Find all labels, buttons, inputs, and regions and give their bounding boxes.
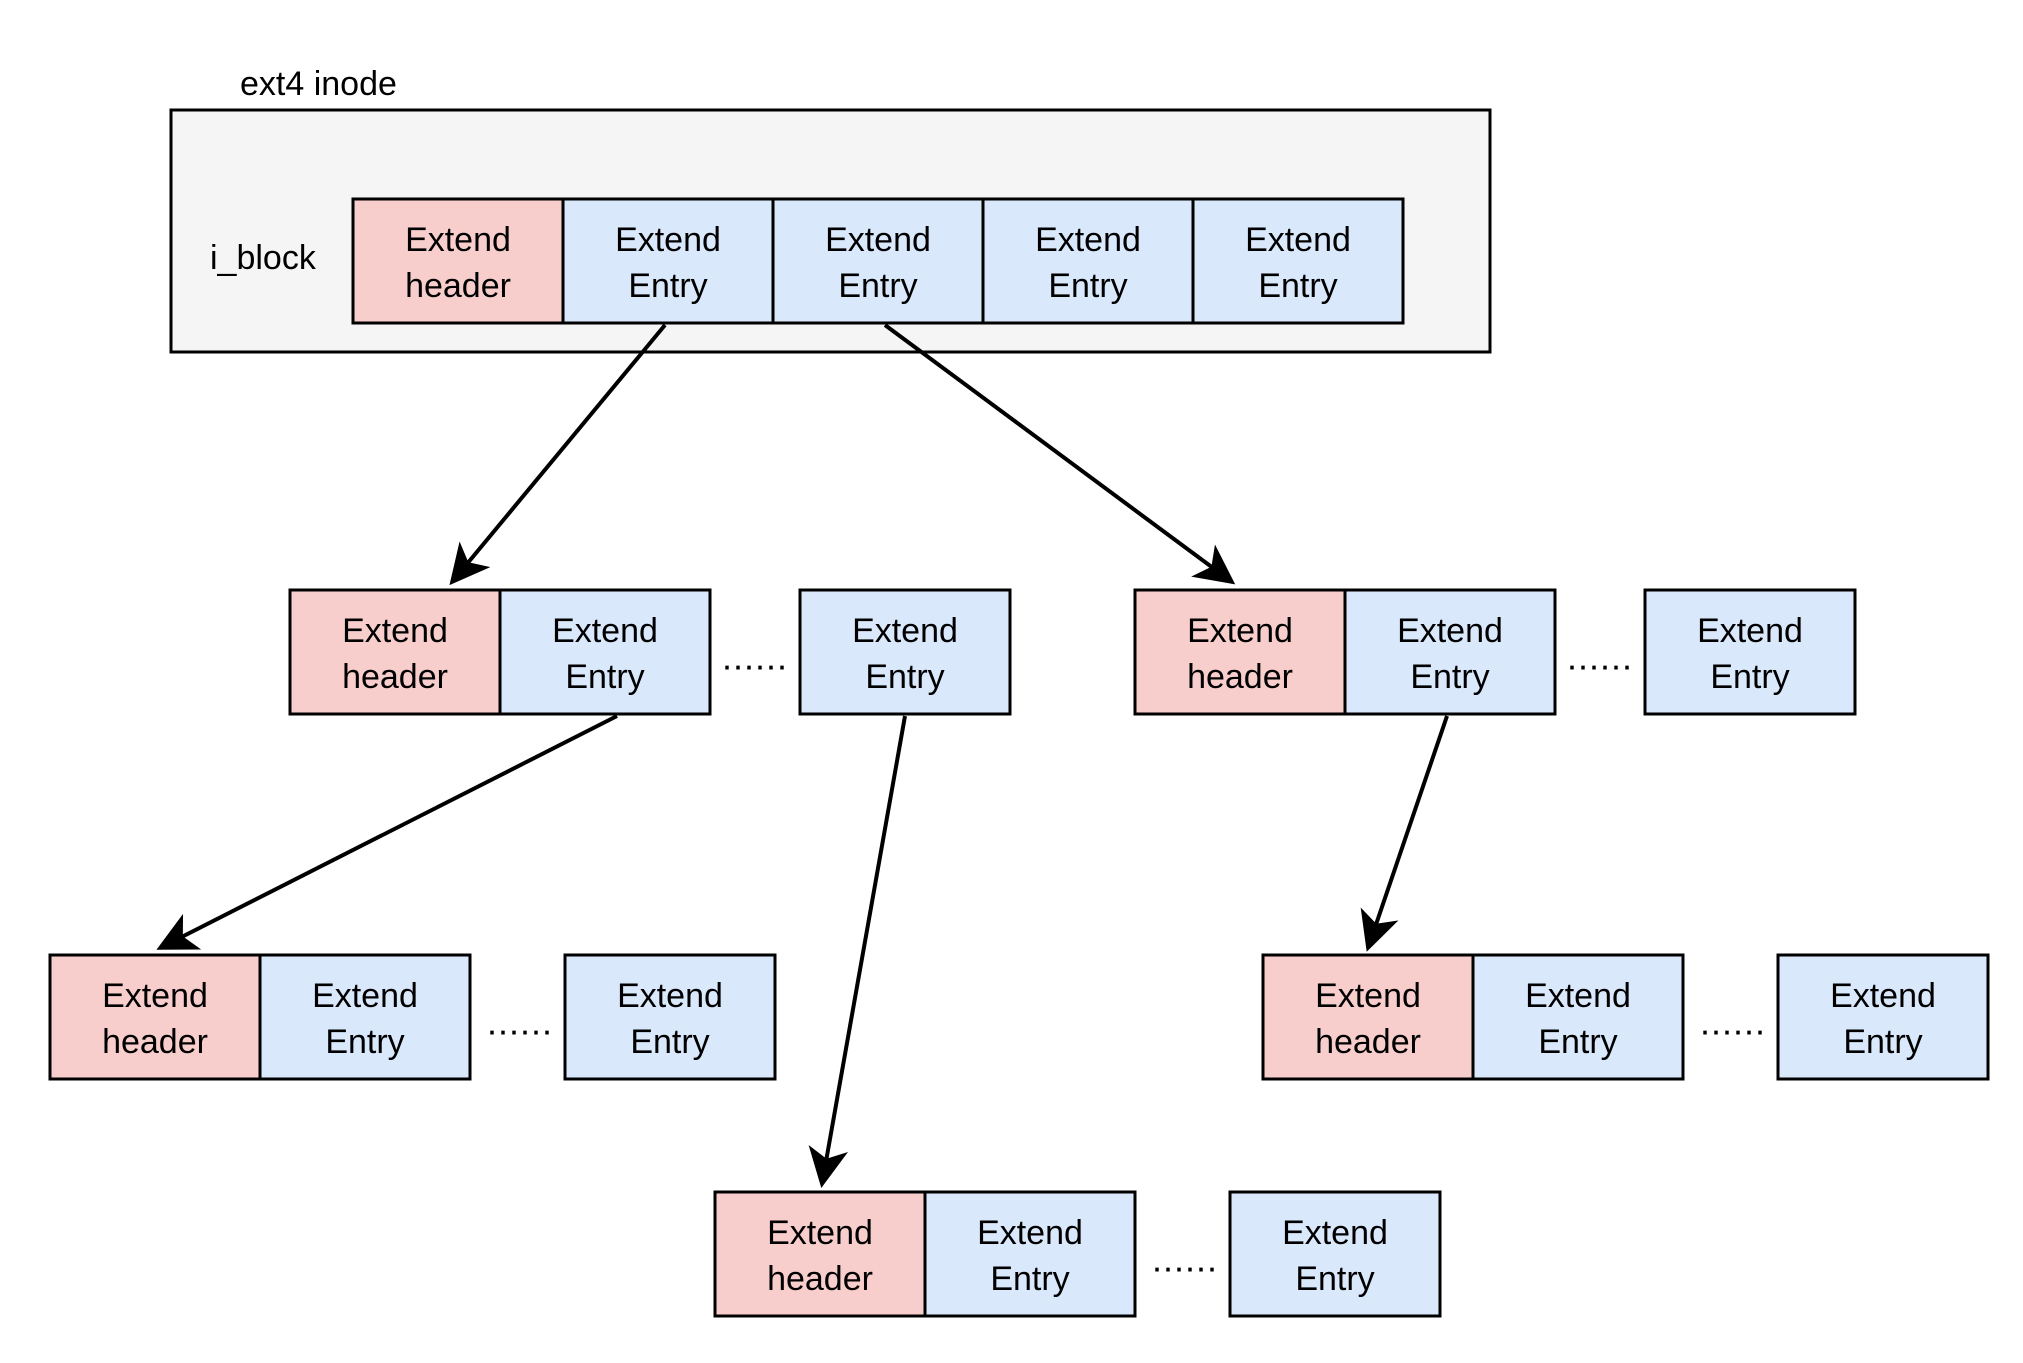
inode-cell-extend-header-line1: Extend	[405, 221, 511, 259]
index-left-cell-extend-entry-last-line1: Extend	[852, 612, 958, 650]
index-left-cell-extend-header-line1: Extend	[342, 612, 448, 650]
inode-cell-extend-entry-4-line1: Extend	[1245, 221, 1351, 259]
index-right-cell-extend-entry-1[interactable]: Extend Entry	[1343, 588, 1557, 716]
leaf-block-right: Extend header Extend Entry ...... Extend…	[1261, 953, 1990, 1081]
inode-cell-extend-entry-3-line1: Extend	[1035, 221, 1141, 259]
leaf-right-cell-extend-header-rect[interactable]	[1261, 953, 1475, 1081]
leaf-left-cell-extend-header-rect[interactable]	[48, 953, 262, 1081]
inode-cell-extend-entry-3[interactable]: Extend Entry	[981, 197, 1195, 325]
inode-cell-extend-entry-3-rect[interactable]	[981, 197, 1195, 325]
index-left-cell-extend-entry-last[interactable]: Extend Entry	[798, 588, 1012, 716]
index-left-cell-extend-entry-1-line2: Entry	[565, 658, 644, 696]
index-left-cell-extend-entry-last-line2: Entry	[865, 658, 944, 696]
arrow-inode-entry2-to-index-right	[883, 323, 1236, 585]
leaf-right-cell-extend-entry-1-rect[interactable]	[1471, 953, 1685, 1081]
leaf-bottom-cell-extend-entry-last-rect[interactable]	[1228, 1190, 1442, 1318]
leaf-right-cell-extend-entry-last-line1: Extend	[1830, 977, 1936, 1015]
leaf-bottom-cell-extend-entry-last-line1: Extend	[1282, 1214, 1388, 1252]
index-left-cell-extend-entry-1[interactable]: Extend Entry	[498, 588, 712, 716]
leaf-left-ellipsis: ......	[487, 1002, 553, 1043]
index-left-cell-extend-header[interactable]: Extend header	[288, 588, 502, 716]
leaf-block-left: Extend header Extend Entry ...... Extend…	[48, 953, 777, 1081]
leaf-bottom-cell-extend-entry-1-line2: Entry	[990, 1260, 1069, 1298]
i-block-label: i_block	[210, 239, 317, 277]
inode-cell-extend-header-line2: header	[405, 267, 511, 305]
index-block-left: Extend header Extend Entry ...... Extend…	[288, 588, 1012, 716]
index-right-cell-extend-header-line2: header	[1187, 658, 1293, 696]
inode-cell-extend-header-rect[interactable]	[351, 197, 565, 325]
leaf-right-cell-extend-header-line2: header	[1315, 1023, 1421, 1061]
inode-cell-extend-entry-2-line1: Extend	[825, 221, 931, 259]
leaf-left-cell-extend-entry-last-line1: Extend	[617, 977, 723, 1015]
leaf-right-cell-extend-entry-last-rect[interactable]	[1776, 953, 1990, 1081]
leaf-left-cell-extend-entry-1-line2: Entry	[325, 1023, 404, 1061]
leaf-bottom-cell-extend-entry-last-line2: Entry	[1295, 1260, 1374, 1298]
leaf-right-ellipsis: ......	[1700, 1002, 1766, 1043]
leaf-bottom-cell-extend-entry-1[interactable]: Extend Entry	[923, 1190, 1137, 1318]
index-left-cell-extend-entry-1-line1: Extend	[552, 612, 658, 650]
arrow-index-left-entry1-to-leaf-left	[156, 714, 618, 950]
inode-cell-extend-entry-1-line2: Entry	[628, 267, 707, 305]
leaf-right-cell-extend-entry-last[interactable]: Extend Entry	[1776, 953, 1990, 1081]
index-right-cell-extend-entry-1-rect[interactable]	[1343, 588, 1557, 716]
inode-cell-extend-entry-1-line1: Extend	[615, 221, 721, 259]
leaf-right-cell-extend-header[interactable]: Extend header	[1261, 953, 1475, 1081]
arrow-index-right-entry1-to-leaf-right	[1360, 715, 1449, 952]
arrow-index-left-entry-last-to-leaf-bottom	[808, 715, 907, 1188]
leaf-bottom-cell-extend-entry-1-line1: Extend	[977, 1214, 1083, 1252]
leaf-left-cell-extend-header-line1: Extend	[102, 977, 208, 1015]
index-right-cell-extend-header-rect[interactable]	[1133, 588, 1347, 716]
arrow-inode-entry1-to-index-left	[449, 323, 667, 586]
inode-cell-extend-entry-4-rect[interactable]	[1191, 197, 1405, 325]
inode-cell-extend-entry-2-line2: Entry	[838, 267, 917, 305]
index-block-right: Extend header Extend Entry ...... Extend…	[1133, 588, 1857, 716]
leaf-left-cell-extend-entry-1[interactable]: Extend Entry	[258, 953, 472, 1081]
leaf-left-cell-extend-header[interactable]: Extend header	[48, 953, 262, 1081]
leaf-left-cell-extend-entry-last-line2: Entry	[630, 1023, 709, 1061]
index-left-ellipsis: ......	[722, 637, 788, 678]
index-left-cell-extend-entry-1-rect[interactable]	[498, 588, 712, 716]
inode-cell-extend-header[interactable]: Extend header	[351, 197, 565, 325]
inode-i-block-array: Extend header Extend Entry Extend Entry …	[351, 197, 1405, 325]
inode-cell-extend-entry-1-rect[interactable]	[561, 197, 775, 325]
index-right-cell-extend-header-line1: Extend	[1187, 612, 1293, 650]
index-right-cell-extend-entry-1-line2: Entry	[1410, 658, 1489, 696]
leaf-bottom-cell-extend-header[interactable]: Extend header	[713, 1190, 927, 1318]
leaf-bottom-cell-extend-header-rect[interactable]	[713, 1190, 927, 1318]
leaf-bottom-cell-extend-header-line2: header	[767, 1260, 873, 1298]
index-right-cell-extend-entry-last-rect[interactable]	[1643, 588, 1857, 716]
index-left-cell-extend-entry-last-rect[interactable]	[798, 588, 1012, 716]
inode-cell-extend-entry-4-line2: Entry	[1258, 267, 1337, 305]
leaf-left-cell-extend-header-line2: header	[102, 1023, 208, 1061]
inode-cell-extend-entry-1[interactable]: Extend Entry	[561, 197, 775, 325]
inode-cell-extend-entry-3-line2: Entry	[1048, 267, 1127, 305]
inode-cell-extend-entry-4[interactable]: Extend Entry	[1191, 197, 1405, 325]
index-right-cell-extend-header[interactable]: Extend header	[1133, 588, 1347, 716]
leaf-bottom-cell-extend-entry-last[interactable]: Extend Entry	[1228, 1190, 1442, 1318]
index-right-ellipsis: ......	[1567, 637, 1633, 678]
diagram-arrows	[156, 323, 1449, 1188]
index-right-cell-extend-entry-last-line1: Extend	[1697, 612, 1803, 650]
leaf-bottom-ellipsis: ......	[1152, 1239, 1218, 1280]
leaf-bottom-cell-extend-entry-1-rect[interactable]	[923, 1190, 1137, 1318]
index-left-cell-extend-header-rect[interactable]	[288, 588, 502, 716]
inode-cell-extend-entry-2[interactable]: Extend Entry	[771, 197, 985, 325]
leaf-left-cell-extend-entry-last-rect[interactable]	[563, 953, 777, 1081]
leaf-left-cell-extend-entry-1-rect[interactable]	[258, 953, 472, 1081]
leaf-block-bottom: Extend header Extend Entry ...... Extend…	[713, 1190, 1442, 1318]
leaf-right-cell-extend-entry-1-line2: Entry	[1538, 1023, 1617, 1061]
leaf-bottom-cell-extend-header-line1: Extend	[767, 1214, 873, 1252]
index-right-cell-extend-entry-1-line1: Extend	[1397, 612, 1503, 650]
index-left-cell-extend-header-line2: header	[342, 658, 448, 696]
leaf-left-cell-extend-entry-last[interactable]: Extend Entry	[563, 953, 777, 1081]
leaf-right-cell-extend-entry-1-line1: Extend	[1525, 977, 1631, 1015]
index-right-cell-extend-entry-last[interactable]: Extend Entry	[1643, 588, 1857, 716]
leaf-right-cell-extend-entry-last-line2: Entry	[1843, 1023, 1922, 1061]
index-right-cell-extend-entry-last-line2: Entry	[1710, 658, 1789, 696]
leaf-left-cell-extend-entry-1-line1: Extend	[312, 977, 418, 1015]
diagram-title: ext4 inode	[240, 65, 397, 103]
leaf-right-cell-extend-header-line1: Extend	[1315, 977, 1421, 1015]
leaf-right-cell-extend-entry-1[interactable]: Extend Entry	[1471, 953, 1685, 1081]
